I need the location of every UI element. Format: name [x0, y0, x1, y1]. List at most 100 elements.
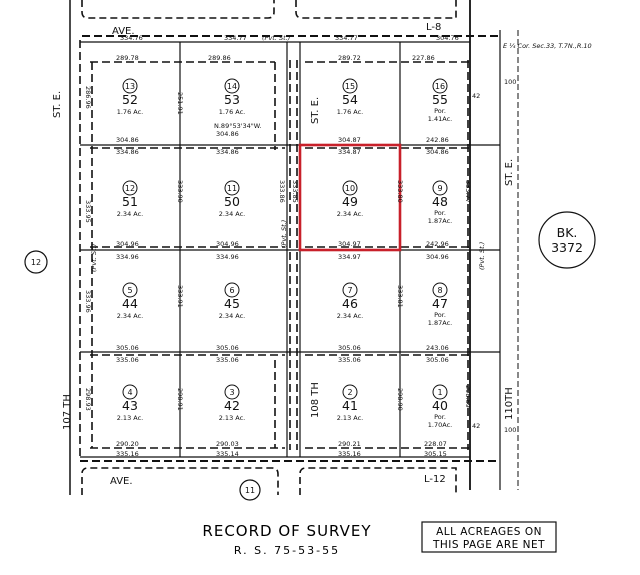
lot-circle — [122, 384, 138, 400]
lot-number: 6 — [229, 286, 234, 295]
dim-bearing: N.89°53'34"W. — [214, 122, 262, 130]
note-line-2: THIS PAGE ARE NET — [432, 539, 545, 551]
acreage-label: 2.13 Ac. — [117, 414, 144, 422]
pvt-st-mid: (Pvt. St.) — [280, 220, 288, 248]
dim-r1t-4: 227.86 — [412, 54, 435, 62]
side-42-top: 42 — [472, 92, 480, 100]
dim-r3b-2: 305.06 — [216, 344, 239, 352]
parcel-number[interactable]: 46 — [342, 296, 358, 311]
acreage-label: Por. — [434, 209, 446, 217]
dim-r3b-3: 305.06 — [338, 344, 361, 352]
lot-number: 5 — [127, 286, 132, 295]
parcel-number[interactable]: 48 — [432, 194, 448, 209]
dim-v-r1a: 286.96 — [84, 86, 92, 109]
side-100-bot: 100 — [504, 426, 516, 434]
map-page-top: L-8 — [426, 22, 441, 33]
dim-v-c2: 333.90 — [176, 180, 184, 203]
road-label-st-e-left: ST. E. — [52, 91, 63, 118]
dim-top-4: 304.76 — [436, 34, 459, 42]
road-label-108th: 108 TH — [310, 382, 321, 418]
lot-circle — [432, 384, 448, 400]
parcel-number[interactable]: 55 — [432, 92, 448, 107]
acreage-label: 2.34 Ac. — [219, 312, 246, 320]
dim-r3t-1: 334.96 — [116, 253, 139, 261]
lot-number: 2 — [347, 388, 352, 397]
parcel-number[interactable]: 41 — [342, 398, 358, 413]
dim-top-1: 334.76 — [120, 34, 143, 42]
dim-v-r1b: 251.91 — [176, 92, 184, 115]
parcel-number[interactable]: 53 — [224, 92, 240, 107]
road-outline-top — [81, 0, 275, 19]
parcel-number[interactable]: 44 — [122, 296, 138, 311]
acreage-label: Por. — [434, 311, 446, 319]
parcel-number[interactable]: 45 — [224, 296, 240, 311]
parcel-number[interactable]: 43 — [122, 398, 138, 413]
road-label-107th: 107 TH — [62, 394, 73, 430]
lot-number: 8 — [437, 286, 442, 295]
dim-v-r3c: 333.81 — [396, 285, 404, 308]
lot-circle — [122, 282, 138, 298]
map-ref-12: 12 — [31, 258, 41, 267]
highlighted-parcel[interactable] — [298, 143, 402, 252]
dim-r2t-2: 334.86 — [216, 148, 239, 156]
parcel-number[interactable]: 50 — [224, 194, 240, 209]
dim-v-c1: 333.95 — [84, 200, 92, 223]
note-line-1: ALL ACREAGES ON — [436, 526, 542, 538]
dim-v-r4d: 298.69 — [464, 385, 472, 408]
book-number: 3372 — [551, 240, 583, 255]
dim-r3t-3: 334.97 — [338, 253, 361, 261]
dim-v-c3: 333.86 — [278, 180, 286, 203]
acreage-label: 1.87Ac. — [428, 319, 452, 327]
dim-r2t-4: 304.86 — [426, 148, 449, 156]
parcel-number[interactable]: 49 — [342, 194, 358, 209]
parcel-number[interactable]: 51 — [122, 194, 138, 209]
acreage-label: 1.76 Ac. — [337, 108, 364, 116]
lot-circle — [432, 78, 448, 94]
book-circle[interactable] — [538, 211, 596, 269]
parcel-number[interactable]: 47 — [432, 296, 448, 311]
side-100-top: 100 — [504, 78, 516, 86]
lot-circle — [224, 78, 240, 94]
acreage-label: 1.76 Ac. — [117, 108, 144, 116]
dim-r3b-1: 305.06 — [116, 344, 139, 352]
lot-number: 10 — [345, 184, 355, 193]
dim-r1b-3: 304.87 — [338, 136, 361, 144]
pvt-st-top: (Pvt. St.) — [262, 34, 290, 42]
dashed-easements — [90, 60, 470, 450]
dim-v-c4: 333.80 — [396, 180, 404, 203]
dim-r2t-1: 334.86 — [116, 148, 139, 156]
lot-circle — [122, 78, 138, 94]
lot-circle — [342, 282, 358, 298]
lot-number: 15 — [345, 82, 355, 91]
lot-number: 4 — [127, 388, 132, 397]
lot-circle — [342, 384, 358, 400]
lot-circle — [224, 384, 240, 400]
road-outline-bottom — [81, 467, 279, 495]
acreage-label: Por. — [434, 107, 446, 115]
lot-circle — [342, 78, 358, 94]
road-label-ave-top: AVE. — [112, 26, 135, 37]
lot-number: 11 — [227, 184, 237, 193]
acreage-label: 2.13 Ac. — [337, 414, 364, 422]
dim-v-c5: 333.77 — [464, 180, 472, 203]
lot-circle — [432, 180, 448, 196]
lot-circle — [432, 282, 448, 298]
parcel-number[interactable]: 42 — [224, 398, 240, 413]
dim-top-3: 334.77 — [335, 34, 358, 42]
acreage-label: 2.34 Ac. — [117, 312, 144, 320]
dim-r1b-1: 304.86 — [116, 136, 139, 144]
lot-number: 7 — [347, 286, 352, 295]
acreage-label: 1.76 Ac. — [219, 108, 246, 116]
parcel-number[interactable]: 52 — [122, 92, 138, 107]
lot-number: 12 — [125, 184, 135, 193]
road-label-ave-bottom: AVE. — [110, 476, 133, 487]
parcel-number[interactable]: 40 — [432, 398, 448, 413]
parcel-number[interactable]: 54 — [342, 92, 358, 107]
lot-circle — [224, 282, 240, 298]
dim-r4t-2: 335.06 — [216, 356, 239, 364]
road-outline-bottom-right — [299, 467, 457, 495]
dim-r2t-3: 334.87 — [338, 148, 361, 156]
survey-reference: R. S. 75-53-55 — [234, 544, 340, 557]
